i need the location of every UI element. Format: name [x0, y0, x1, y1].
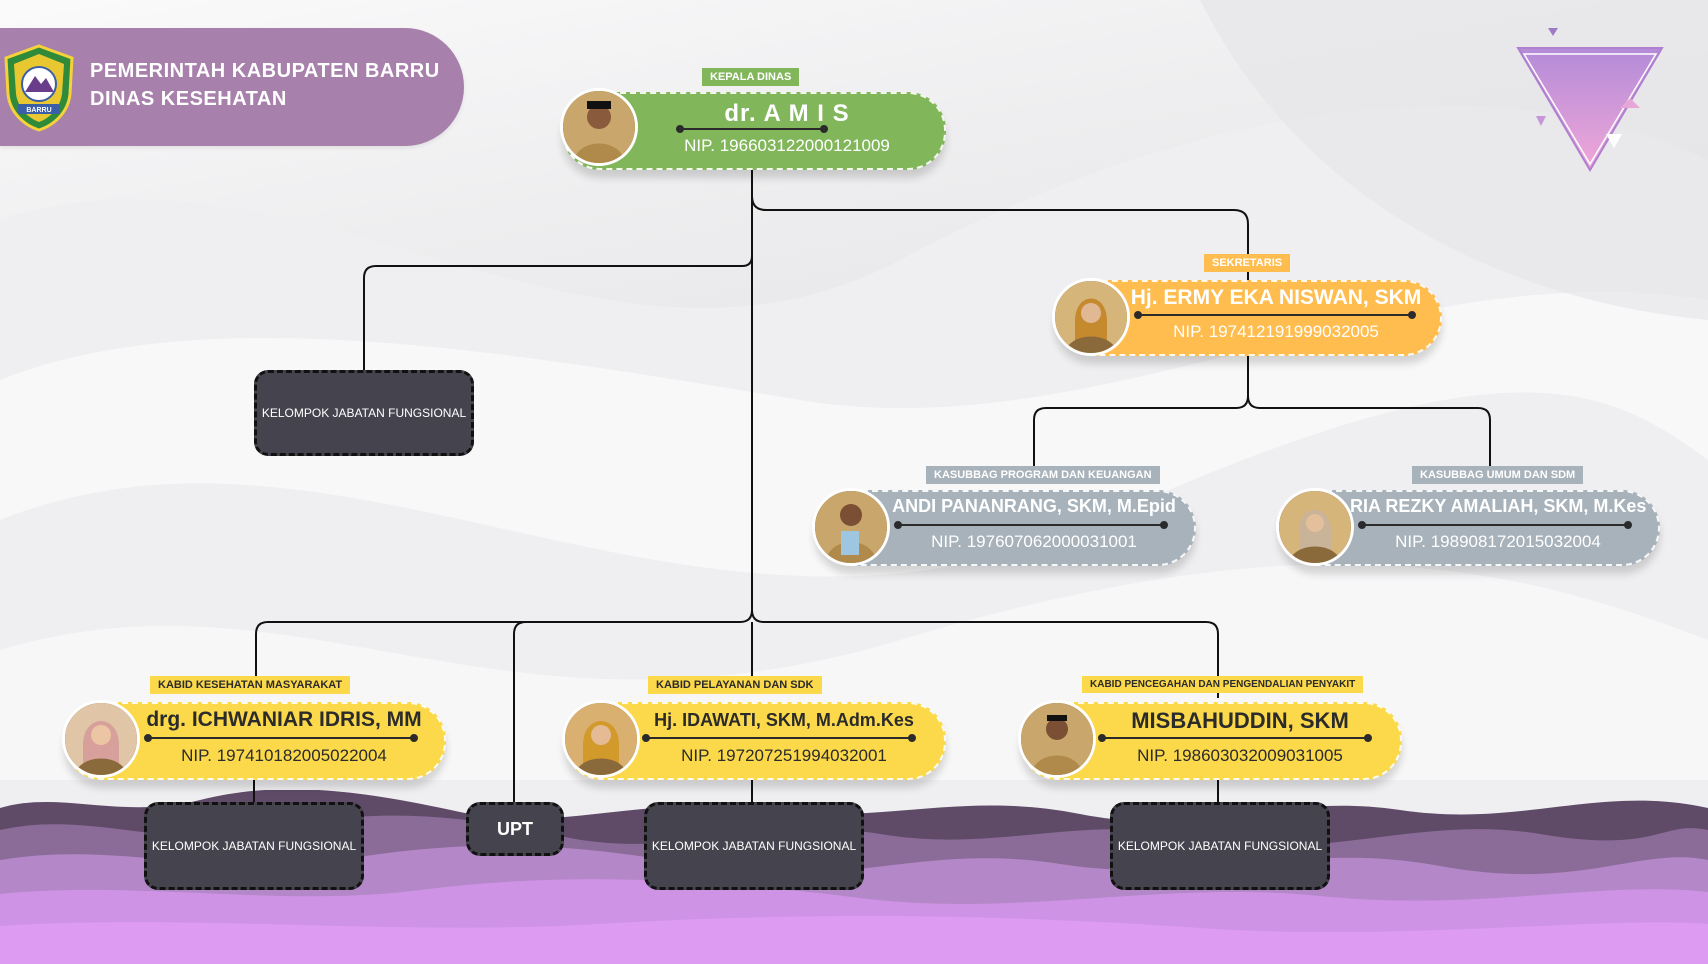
kabupaten-barru-logo: BARRU [4, 44, 74, 132]
division-name: Hj. IDAWATI, SKM, M.Adm.Kes [654, 710, 914, 730]
division-role-tag: KABID PENCEGAHAN DAN PENGENDALIAN PENYAK… [1082, 676, 1364, 693]
subsection-photo [812, 488, 890, 566]
division-name-underline [1098, 734, 1372, 742]
division-nip: NIP. 198603032009031005 [1137, 746, 1343, 765]
division-name-underline [144, 734, 418, 742]
division-name: MISBAHUDDIN, SKM [1131, 708, 1349, 733]
fungsional-box-p2p: KELOMPOK JABATAN FUNGSIONAL [1110, 802, 1330, 890]
fungsional-box-top: KELOMPOK JABATAN FUNGSIONAL [254, 370, 474, 456]
subsection-nip: NIP. 197607062000031001 [931, 532, 1137, 551]
secretary-name-underline [1134, 311, 1416, 319]
fungsional-box-kesmas: KELOMPOK JABATAN FUNGSIONAL [144, 802, 364, 890]
division-card-kesmas: KABID KESEHATAN MASYARAKAT drg. ICHWANIA… [62, 676, 448, 780]
subsection-role-tag: KASUBBAG PROGRAM DAN KEUANGAN [926, 466, 1160, 484]
division-photo [62, 700, 140, 778]
head-role-tag: KEPALA DINAS [702, 68, 800, 86]
division-photo [562, 700, 640, 778]
upt-box: UPT [466, 802, 564, 856]
subsection-card-program: KASUBBAG PROGRAM DAN KEUANGAN ANDI PANAN… [812, 466, 1198, 566]
svg-text:BARRU: BARRU [26, 107, 51, 114]
header-title-line2: DINAS KESEHATAN [90, 88, 287, 110]
subsection-role-tag: KASUBBAG UMUM DAN SDM [1412, 466, 1584, 484]
subsection-card-umum: KASUBBAG UMUM DAN SDM RIA REZKY AMALIAH,… [1276, 466, 1662, 566]
subsection-photo [1276, 488, 1354, 566]
division-photo [1018, 700, 1096, 778]
subsection-name-underline [1358, 521, 1632, 529]
division-card-pelayanan: KABID PELAYANAN DAN SDK Hj. IDAWATI, SKM… [562, 676, 948, 780]
division-nip: NIP. 197207251994032001 [681, 746, 887, 765]
header-title-line1: PEMERINTAH KABUPATEN BARRU [90, 60, 440, 82]
subsection-name: ANDI PANANRANG, SKM, M.Epid [892, 496, 1176, 516]
subsection-name: RIA REZKY AMALIAH, SKM, M.Kes [1350, 496, 1647, 516]
head-card: KEPALA DINAS dr. A M I S NIP. 1966031220… [560, 62, 948, 172]
division-role-tag: KABID PELAYANAN DAN SDK [648, 676, 822, 694]
division-role-tag: KABID KESEHATAN MASYARAKAT [150, 676, 351, 694]
head-photo [560, 88, 638, 166]
subsection-name-underline [894, 521, 1168, 529]
division-card-p2p: KABID PENCEGAHAN DAN PENGENDALIAN PENYAK… [1018, 676, 1404, 780]
head-name-underline [676, 125, 828, 133]
secretary-photo [1052, 278, 1130, 356]
secretary-name: Hj. ERMY EKA NISWAN, SKM [1130, 286, 1422, 309]
head-name: dr. A M I S [724, 100, 850, 127]
head-nip: NIP. 196603122000121009 [684, 136, 890, 155]
division-nip: NIP. 197410182005022004 [181, 746, 387, 765]
division-name-underline [642, 734, 916, 742]
fungsional-box-pelayanan: KELOMPOK JABATAN FUNGSIONAL [644, 802, 864, 890]
triangle-decoration [1516, 28, 1664, 172]
secretary-card: SEKRETARIS Hj. ERMY EKA NISWAN, SKM NIP.… [1052, 254, 1444, 356]
secretary-nip: NIP. 197412191999032005 [1173, 322, 1379, 341]
subsection-nip: NIP. 198908172015032004 [1395, 532, 1601, 551]
secretary-role-tag: SEKRETARIS [1204, 254, 1291, 272]
header-banner: BARRU PEMERINTAH KABUPATEN BARRU DINAS K… [0, 28, 464, 146]
division-name: drg. ICHWANIAR IDRIS, MM [146, 708, 422, 731]
